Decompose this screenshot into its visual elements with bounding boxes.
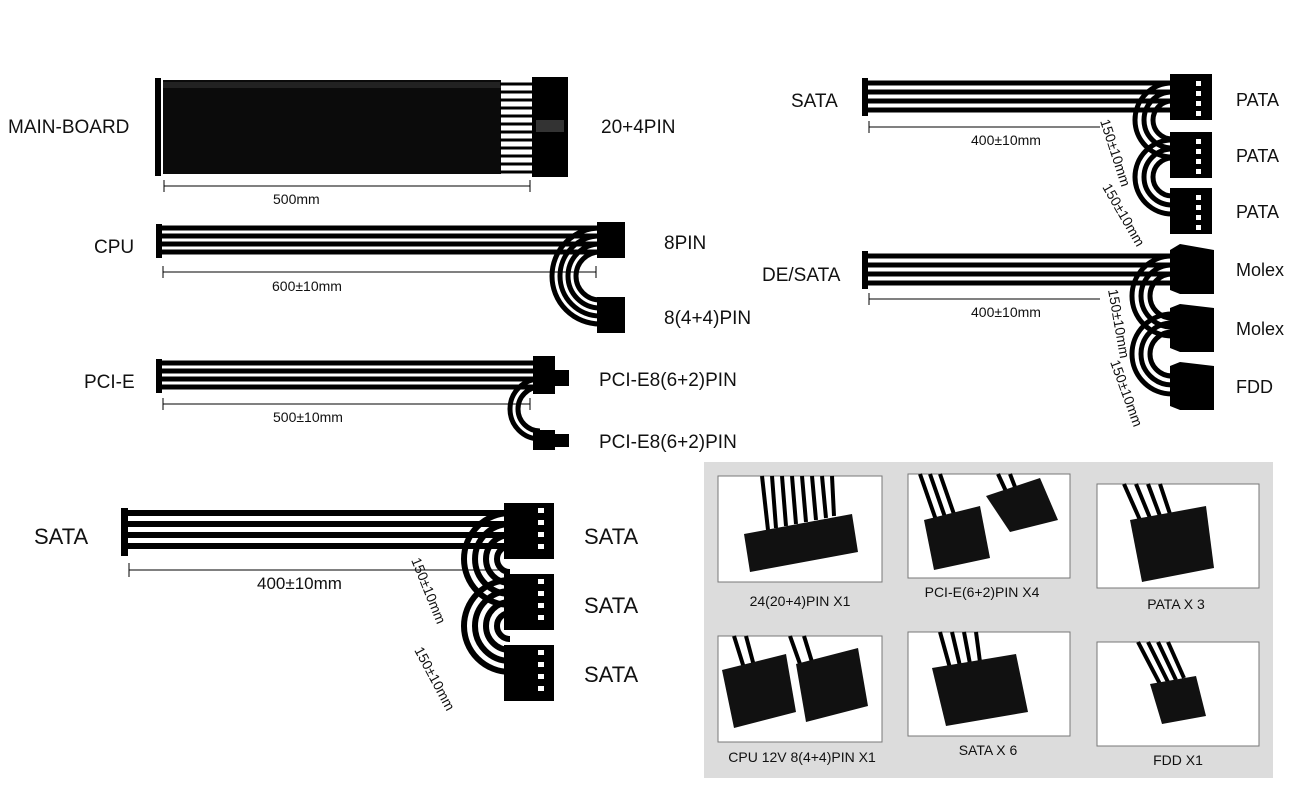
connector-card-cpu: CPU 12V 8(4+4)PIN X1 (717, 635, 883, 765)
de-sata-segment-1: 150±10mm (1105, 288, 1133, 360)
molex-connector-2-icon (1170, 304, 1214, 352)
pata-connector-2-icon (1170, 132, 1212, 178)
de-sata-segment-2: 150±10mm (1107, 358, 1146, 429)
molex-connector-2-label: Molex (1236, 319, 1284, 339)
cpu-length: 600±10mm (272, 278, 342, 294)
main-board-connector-label: 20+4PIN (601, 117, 675, 138)
cpu-8pin-body-2-icon (796, 648, 868, 722)
sata-bottom-connector-1-label: SATA (584, 524, 639, 549)
fdd-connector-icon (1170, 362, 1214, 410)
pcie-connector-2-icon (533, 430, 555, 450)
sata-pata-segment-2: 150±10mm (1099, 181, 1148, 250)
connector-card-sata: SATA X 6 (907, 631, 1071, 758)
sata-bottom-connector-2-label: SATA (584, 593, 639, 618)
cpu-8pin-connector-icon (597, 222, 625, 258)
atx-24pin-wires-icon (760, 475, 836, 531)
cpu-4plus4-connector-icon (597, 297, 625, 333)
sata-body-icon (932, 654, 1028, 726)
sata-bottom-segment-1: 150±10mm (408, 555, 449, 626)
cpu-8pin-body-1-icon (722, 654, 796, 728)
sata-cable-bottom: SATA SATA SATA SATA 400±10mm 150±10mm 15… (34, 503, 639, 713)
fdd-connector-label: FDD (1236, 377, 1273, 397)
sata-bottom-segment-2: 150±10mm (411, 644, 458, 713)
molex-body-icon (1130, 506, 1214, 582)
pcie-connector-1-icon (533, 356, 555, 394)
caption-sata: SATA X 6 (959, 742, 1018, 758)
sata-bottom-length: 400±10mm (257, 574, 342, 593)
caption-pcie: PCI-E(6+2)PIN X4 (925, 584, 1040, 600)
fdd-body-icon (1150, 676, 1206, 724)
pata-connector-1-label: PATA (1236, 90, 1279, 110)
pata-connector-1-icon (1170, 74, 1212, 120)
pata-connector-3-icon (1170, 188, 1212, 234)
molex-connector-1-label: Molex (1236, 260, 1284, 280)
sata-connector-1-icon (504, 503, 554, 559)
sata-connector-3-icon (504, 645, 554, 701)
sata-pata-length: 400±10mm (971, 132, 1041, 148)
caption-fdd: FDD X1 (1153, 752, 1203, 768)
pcie-length: 500±10mm (273, 409, 343, 425)
connector-card-fdd: FDD X1 (1096, 641, 1260, 768)
pcie-label: PCI-E (84, 372, 135, 393)
caption-cpu: CPU 12V 8(4+4)PIN X1 (728, 749, 876, 765)
sata-connector-2-icon (504, 574, 554, 630)
sata-pata-segment-1: 150±10mm (1097, 117, 1134, 188)
connector-grid-panel: 24(20+4)PIN X1 PCI-E(6+2)PIN X4 PATA X 3 (704, 462, 1273, 778)
sata-bottom-source-label: SATA (34, 524, 89, 549)
connector-card-pcie: PCI-E(6+2)PIN X4 (907, 473, 1071, 600)
caption-pata: PATA X 3 (1147, 596, 1205, 612)
de-sata-cable: DE/SATA Molex Molex FDD 400±10mm 150±10m… (762, 244, 1284, 429)
main-board-cable: MAIN-BOARD 20+4PIN 500mm (8, 77, 675, 207)
pcie-2pin-body-icon (986, 478, 1058, 532)
connector-card-24pin: 24(20+4)PIN X1 (717, 475, 883, 609)
pcie-cable: PCI-E PCI-E8(6+2)PIN PCI-E8(6+2)PIN 500±… (84, 356, 737, 453)
pata-connector-3-label: PATA (1236, 202, 1279, 222)
cpu-connector-2-label: 8(4+4)PIN (664, 308, 751, 329)
pcie-connector-1-label: PCI-E8(6+2)PIN (599, 370, 737, 391)
cpu-cable: CPU 8PIN 8(4+4)PIN 600±10mm (94, 222, 751, 333)
molex-connector-1-icon (1170, 244, 1214, 294)
sata-pata-cable: SATA PATA PATA PATA 400±10mm 150±10mm 15… (791, 74, 1279, 249)
de-sata-source-label: DE/SATA (762, 265, 841, 286)
atx-24pin-connector-body-icon (744, 514, 858, 572)
main-board-label: MAIN-BOARD (8, 117, 129, 138)
connector-card-pata: PATA X 3 (1096, 483, 1260, 612)
pcie-connector-2-label: PCI-E8(6+2)PIN (599, 432, 737, 453)
sata-pata-source-label: SATA (791, 91, 838, 112)
cpu-connector-1-label: 8PIN (664, 233, 706, 254)
cpu-label: CPU (94, 237, 134, 258)
main-board-length: 500mm (273, 191, 320, 207)
sata-bottom-connector-3-label: SATA (584, 662, 639, 687)
caption-24pin: 24(20+4)PIN X1 (750, 593, 851, 609)
pata-connector-2-label: PATA (1236, 146, 1279, 166)
de-sata-length: 400±10mm (971, 304, 1041, 320)
pcie-8pin-body-icon (924, 506, 990, 570)
